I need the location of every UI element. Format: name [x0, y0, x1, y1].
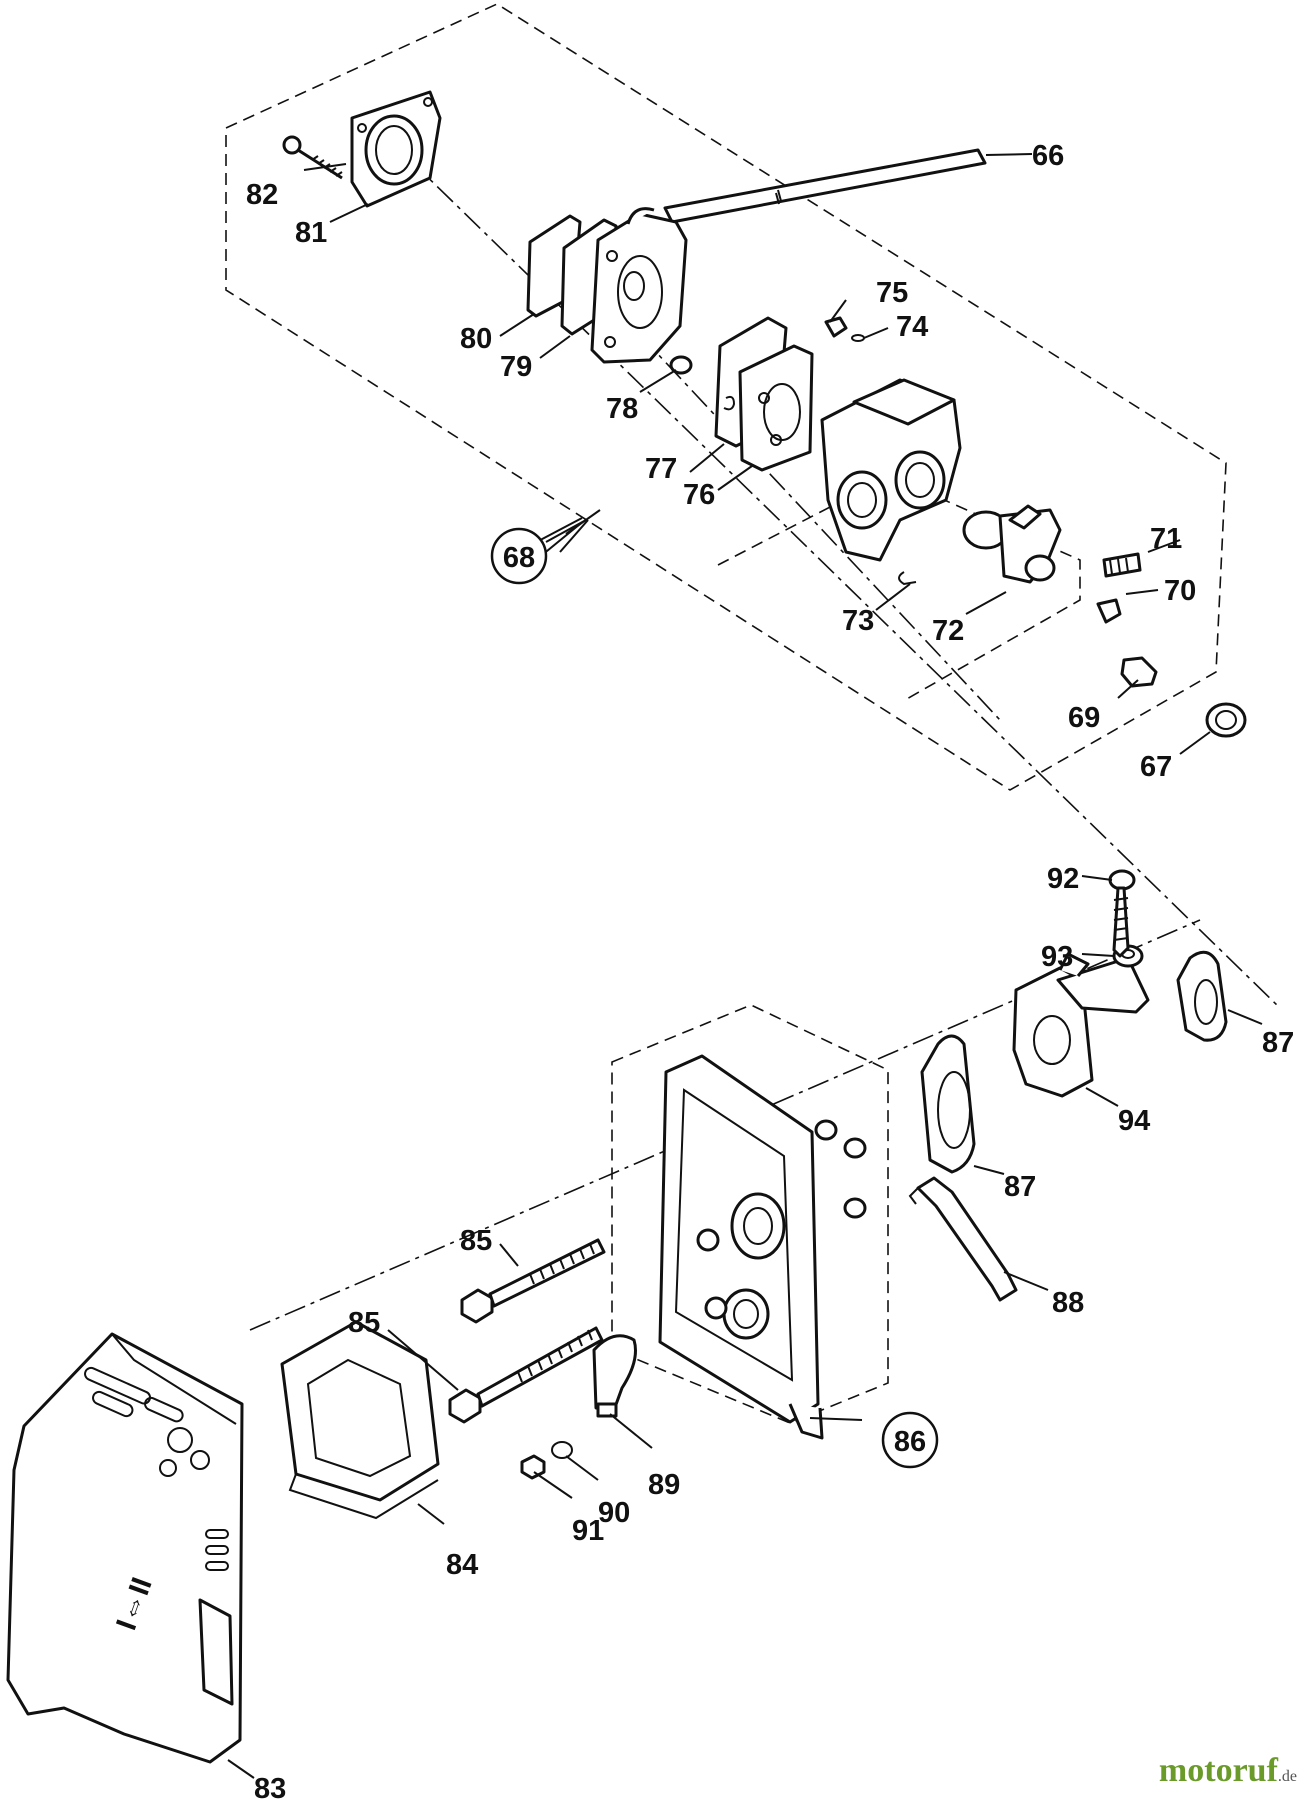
watermark-logo: motoruf.de: [1159, 1752, 1297, 1790]
carburetor-body-part: [820, 378, 962, 562]
adjust-screw-part-71: [1102, 552, 1142, 578]
label-77: 77: [645, 453, 677, 485]
air-filter-base-part: [658, 1054, 867, 1440]
label-81: 81: [295, 217, 327, 249]
small-screw-part-75: [824, 316, 848, 338]
gasket-part-87-front: [920, 1034, 976, 1174]
group-label-86: 86: [881, 1411, 939, 1469]
label-82: 82: [246, 179, 278, 211]
label-87-front: 87: [1004, 1171, 1036, 1203]
watermark-brand: motoruf: [1158, 1752, 1278, 1789]
choke-lever-part: [592, 1334, 637, 1418]
label-93: 93: [1041, 941, 1073, 973]
bolt-part-85-lower: [448, 1326, 604, 1424]
label-69: 69: [1068, 702, 1100, 734]
label-74: 74: [896, 311, 928, 343]
label-94: 94: [1118, 1105, 1150, 1137]
choke-shaft-part: [962, 504, 1062, 584]
label-76: 76: [683, 479, 715, 511]
label-75: 75: [876, 277, 908, 309]
label-66: 66: [1032, 140, 1064, 172]
pump-cover-part: [590, 207, 693, 375]
label-90: 90: [598, 1497, 630, 1529]
seal-ring-part: [1205, 702, 1247, 738]
group-label-68: 68: [490, 519, 587, 585]
label-79: 79: [500, 351, 532, 383]
assembly-axis-middle: [639, 334, 1001, 721]
label-86: 86: [894, 1426, 926, 1458]
label-89: 89: [648, 1469, 680, 1501]
nut-part-91: [520, 1454, 546, 1480]
label-72: 72: [932, 615, 964, 647]
valve-part: [1120, 656, 1158, 688]
label-68: 68: [503, 542, 535, 574]
carburetor-group-outline: [225, 3, 1227, 791]
gasket-part-87-rear: [1176, 950, 1228, 1042]
air-filter-cover-part: I⇔II: [6, 1332, 244, 1764]
label-85-upper: 85: [460, 1225, 492, 1257]
bracket-part: [1012, 952, 1150, 1098]
washer-part-74: [851, 334, 865, 342]
fuel-line-part: [663, 148, 987, 224]
screw-part-82: [282, 135, 343, 180]
washer-part-90: [551, 1441, 573, 1459]
label-73: 73: [842, 605, 874, 637]
watermark-tld: .de: [1277, 1768, 1297, 1785]
label-67: 67: [1140, 751, 1172, 783]
label-91: 91: [572, 1515, 604, 1547]
label-88: 88: [1052, 1287, 1084, 1319]
adjust-screw-part-70: [1096, 598, 1122, 624]
clip-part: [898, 571, 917, 586]
label-85-lower: 85: [348, 1307, 380, 1339]
label-83: 83: [254, 1773, 286, 1800]
bolt-part-85-upper: [460, 1238, 606, 1324]
carburetor-subgroup-outline: [717, 475, 1081, 701]
label-78: 78: [606, 393, 638, 425]
gasket-part-76: [738, 344, 814, 472]
label-80: 80: [460, 323, 492, 355]
tapping-screw-part-92: [1108, 869, 1136, 958]
flange-gasket-part: [350, 90, 442, 208]
air-filter-element-part: [280, 1320, 440, 1520]
choke-rod-part: [908, 1176, 1018, 1302]
part-labels: 66 82 81 80 79 78 75 74 77 76 73 72 71 7…: [246, 140, 1294, 1800]
label-70: 70: [1164, 575, 1196, 607]
assembly-axis-lower: [249, 919, 1201, 1331]
label-92: 92: [1047, 863, 1079, 895]
label-84: 84: [446, 1549, 478, 1581]
label-87-rear: 87: [1262, 1027, 1294, 1059]
label-71: 71: [1150, 523, 1182, 555]
